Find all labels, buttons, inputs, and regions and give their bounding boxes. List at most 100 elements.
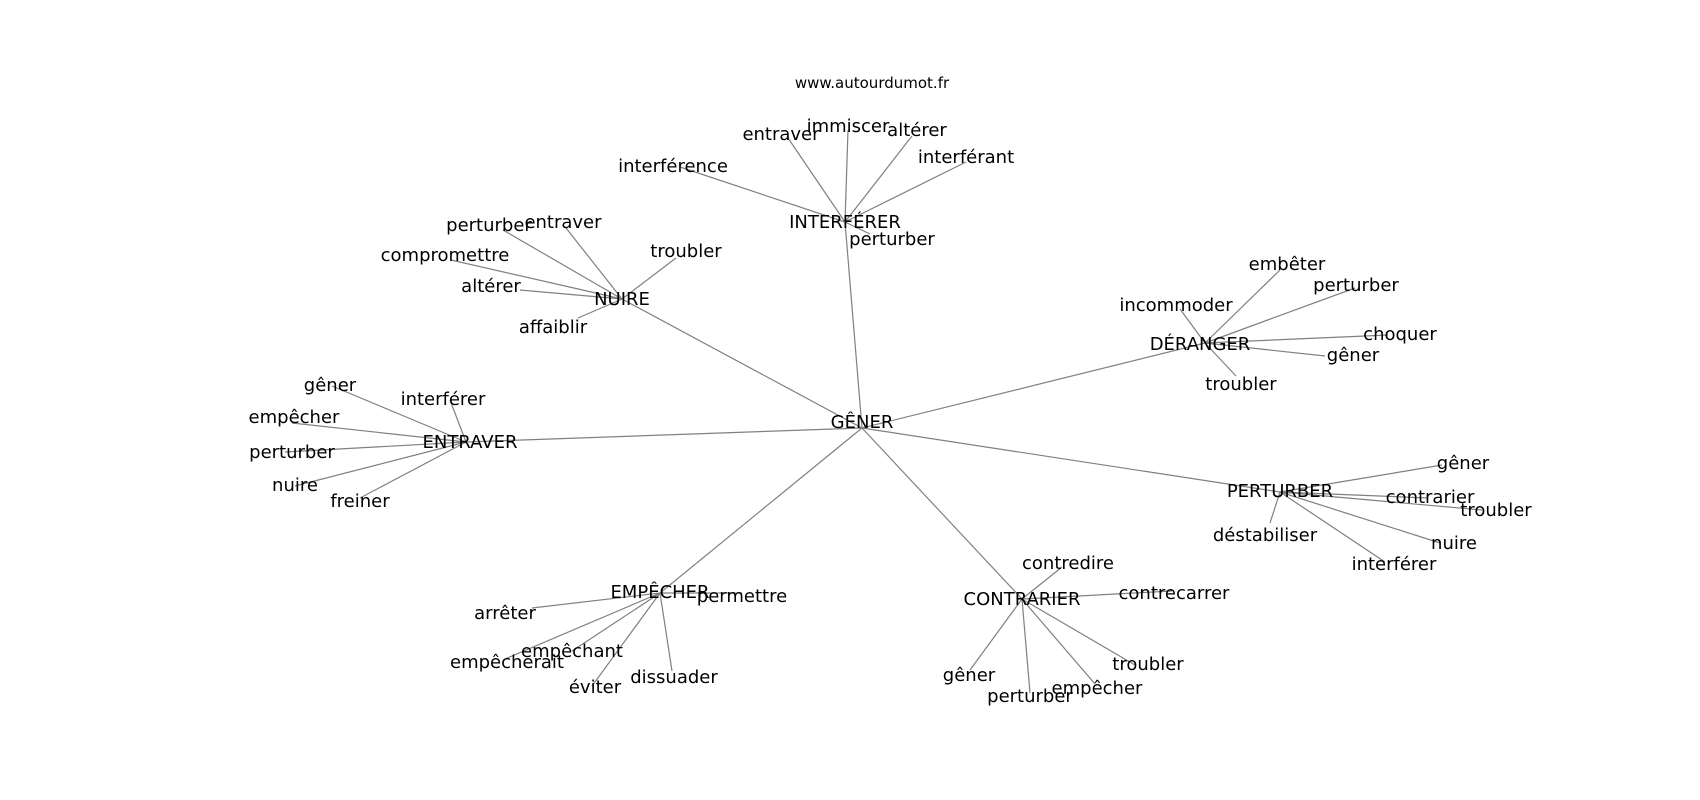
- hub-leaf-edge: [844, 129, 849, 223]
- leaf-node-label[interactable]: empêcherait: [450, 652, 564, 673]
- leaf-node-label[interactable]: incommoder: [1119, 295, 1233, 316]
- leaf-node-label[interactable]: dissuader: [630, 667, 718, 688]
- hub-leaf-edge: [1279, 491, 1386, 563]
- leaf-node-label[interactable]: arrêter: [474, 603, 536, 624]
- leaf-node-label[interactable]: empêcher: [1052, 678, 1143, 699]
- hub-leaf-edge: [504, 592, 661, 660]
- center-hub-edge: [861, 427, 1281, 493]
- leaf-node-label[interactable]: freiner: [330, 491, 390, 512]
- hub-leaf-edge: [621, 257, 677, 300]
- hub-leaf-edge: [1204, 334, 1389, 344]
- hub-leaf-edge: [519, 289, 623, 300]
- hub-leaf-edge: [331, 385, 467, 443]
- leaf-node-label[interactable]: entraver: [742, 124, 820, 145]
- leaf-node-label[interactable]: troubler: [1205, 374, 1277, 395]
- leaf-node-label[interactable]: perturber: [849, 229, 935, 250]
- hub-leaf-edge: [1021, 598, 1136, 666]
- center-hub-edge: [659, 427, 863, 594]
- hub-leaf-edge: [571, 592, 661, 652]
- hub-leaf-edge: [679, 166, 846, 223]
- center-hub-edge: [465, 427, 863, 443]
- leaf-node-label[interactable]: immiscer: [807, 116, 890, 137]
- leaf-node-label[interactable]: contredire: [1022, 553, 1114, 574]
- source-watermark: www.autourdumot.fr: [795, 74, 950, 92]
- leaf-node-label[interactable]: entraver: [524, 212, 602, 233]
- center-hub-edge: [844, 221, 863, 429]
- leaf-node-label[interactable]: gêner: [943, 665, 996, 686]
- leaf-node-label[interactable]: gêner: [304, 375, 357, 396]
- hub-leaf-edge: [359, 441, 467, 499]
- hub-leaf-edge: [1279, 464, 1443, 493]
- leaf-node-label[interactable]: interférer: [1352, 554, 1437, 575]
- center-hub-edge: [621, 298, 863, 429]
- center-hub-edge: [861, 342, 1206, 429]
- leaf-node-label[interactable]: permettre: [697, 586, 787, 607]
- leaf-node-label[interactable]: affaiblir: [519, 317, 588, 338]
- leaf-node-label[interactable]: contrecarrer: [1119, 583, 1231, 604]
- hub-leaf-edge: [1021, 598, 1096, 685]
- graph-labels: INTERFÉRERinterférenceentraverimmisceral…: [249, 116, 1533, 707]
- leaf-node-label[interactable]: empêchant: [521, 641, 623, 662]
- hub-leaf-edge: [1021, 598, 1031, 694]
- leaf-node-label[interactable]: perturber: [446, 215, 532, 236]
- center-hub-edge: [861, 427, 1023, 600]
- leaf-node-label[interactable]: perturber: [1313, 275, 1399, 296]
- hub-leaf-edge: [1204, 342, 1237, 377]
- hub-leaf-edge: [844, 221, 871, 235]
- leaf-node-label[interactable]: déstabiliser: [1213, 525, 1318, 546]
- hub-leaf-edge: [969, 598, 1023, 671]
- hub-leaf-edge: [502, 229, 623, 300]
- hub-leaf-edge: [844, 161, 967, 223]
- leaf-node-label[interactable]: empêcher: [249, 407, 340, 428]
- hub-leaf-edge: [1279, 491, 1441, 544]
- hub-node-label[interactable]: EMPÊCHER: [610, 581, 709, 603]
- leaf-node-label[interactable]: nuire: [1431, 533, 1477, 554]
- leaf-node-label[interactable]: choquer: [1363, 324, 1437, 345]
- leaf-node-label[interactable]: interférant: [918, 147, 1014, 168]
- leaf-node-label[interactable]: altérer: [461, 276, 521, 297]
- leaf-node-label[interactable]: éviter: [569, 677, 622, 698]
- hub-node-label[interactable]: DÉRANGER: [1150, 333, 1251, 355]
- leaf-node-label[interactable]: compromettre: [381, 245, 510, 266]
- leaf-node-label[interactable]: troubler: [1460, 500, 1532, 521]
- hub-leaf-edge: [1269, 491, 1281, 524]
- hub-leaf-edge: [591, 592, 661, 687]
- hub-leaf-edge: [1179, 308, 1206, 344]
- hub-node-label[interactable]: PERTURBER: [1227, 481, 1333, 502]
- leaf-node-label[interactable]: gêner: [1437, 453, 1490, 474]
- hub-leaf-edge: [1204, 269, 1281, 344]
- leaf-node-label[interactable]: perturber: [249, 442, 335, 463]
- hub-leaf-edge: [294, 441, 467, 487]
- leaf-node-label[interactable]: perturber: [987, 686, 1073, 707]
- hub-leaf-edge: [787, 137, 846, 223]
- hub-leaf-edge: [1021, 590, 1173, 600]
- hub-node-label[interactable]: NUIRE: [594, 289, 650, 310]
- leaf-node-label[interactable]: troubler: [1112, 654, 1184, 675]
- leaf-node-label[interactable]: troubler: [650, 241, 722, 262]
- hub-leaf-edge: [1279, 491, 1429, 499]
- hub-leaf-edge: [659, 592, 673, 672]
- hub-node-label[interactable]: CONTRARIER: [964, 589, 1081, 610]
- leaf-node-label[interactable]: interférer: [401, 389, 486, 410]
- hub-leaf-edge: [1279, 491, 1483, 511]
- hub-node-label[interactable]: INTERFÉRER: [789, 211, 901, 233]
- leaf-node-label[interactable]: nuire: [272, 475, 318, 496]
- leaf-node-label[interactable]: embêter: [1249, 254, 1326, 275]
- hub-leaf-edge: [449, 399, 467, 443]
- leaf-node-label[interactable]: altérer: [887, 120, 947, 141]
- graph-edges: [284, 129, 1483, 694]
- hub-leaf-edge: [565, 227, 623, 300]
- hub-leaf-edge: [284, 441, 467, 453]
- hub-leaf-edge: [577, 298, 623, 319]
- hub-leaf-edge: [844, 135, 913, 223]
- leaf-node-label[interactable]: interférence: [618, 156, 728, 177]
- hub-leaf-edge: [1204, 287, 1356, 344]
- center-node-label[interactable]: GÊNER: [831, 411, 894, 433]
- hub-node-label[interactable]: ENTRAVER: [423, 432, 518, 453]
- leaf-node-label[interactable]: contrarier: [1386, 487, 1475, 508]
- hub-leaf-edge: [450, 259, 623, 300]
- hub-leaf-edge: [1021, 566, 1063, 600]
- leaf-node-label[interactable]: gêner: [1327, 345, 1380, 366]
- hub-leaf-edge: [1204, 342, 1326, 357]
